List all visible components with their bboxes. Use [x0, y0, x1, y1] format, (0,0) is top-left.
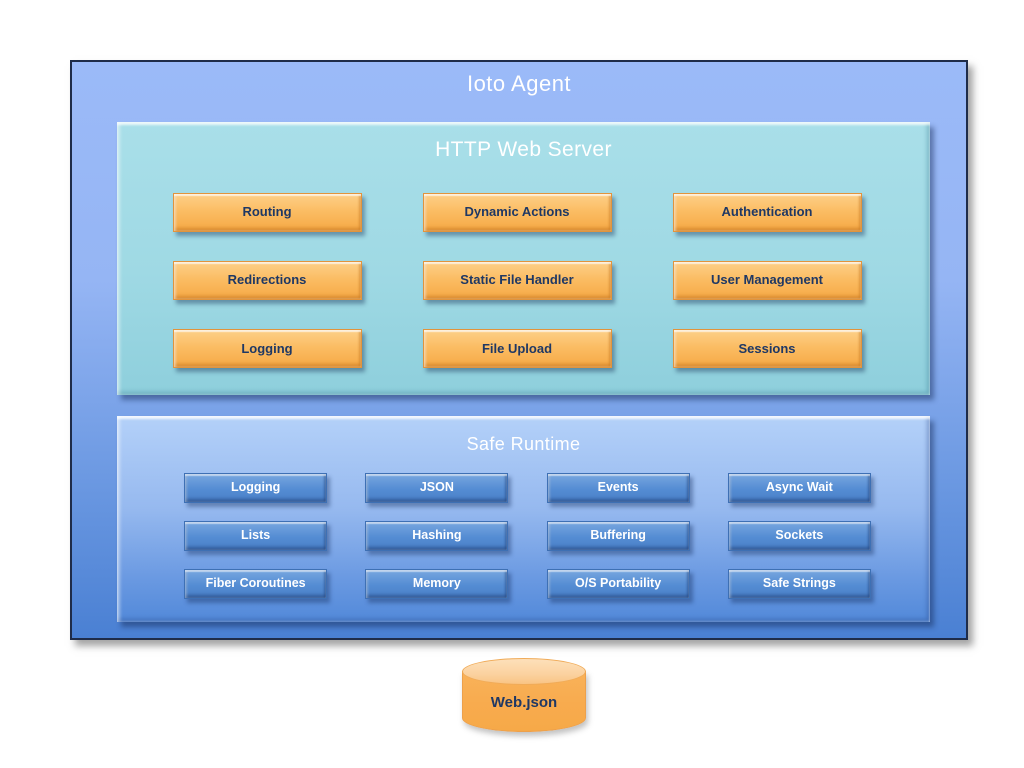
- http-module-authentication: Authentication: [672, 192, 862, 232]
- web-json-datastore: Web.json: [462, 658, 586, 734]
- http-modules-grid: Routing Dynamic Actions Authentication R…: [142, 178, 892, 383]
- runtime-module-hashing: Hashing: [365, 521, 509, 551]
- runtime-module-json: JSON: [365, 473, 509, 503]
- http-module-dynamic-actions: Dynamic Actions: [422, 192, 612, 232]
- ioto-agent-title: Ioto Agent: [466, 71, 572, 96]
- http-module-redirections: Redirections: [172, 260, 362, 300]
- http-module-file-upload: File Upload: [422, 329, 612, 369]
- runtime-module-buffering: Buffering: [546, 521, 690, 551]
- runtime-module-async-wait: Async Wait: [727, 473, 871, 503]
- runtime-module-logging: Logging: [184, 473, 328, 503]
- http-module-sessions: Sessions: [672, 329, 862, 369]
- http-module-routing: Routing: [172, 192, 362, 232]
- http-web-server-box: HTTP Web Server Routing Dynamic Actions …: [117, 122, 930, 395]
- web-json-label: Web.json: [490, 694, 558, 711]
- runtime-module-safe-strings: Safe Strings: [727, 569, 871, 599]
- http-module-static-file-handler: Static File Handler: [422, 260, 612, 300]
- runtime-module-fiber-coroutines: Fiber Coroutines: [184, 569, 328, 599]
- safe-runtime-title: Safe Runtime: [466, 434, 581, 454]
- runtime-module-sockets: Sockets: [727, 521, 871, 551]
- ioto-agent-box: Ioto Agent HTTP Web Server Routing Dynam…: [70, 60, 968, 640]
- runtime-module-events: Events: [546, 473, 690, 503]
- runtime-module-lists: Lists: [184, 521, 328, 551]
- http-web-server-title: HTTP Web Server: [435, 138, 612, 161]
- runtime-module-memory: Memory: [365, 569, 509, 599]
- http-module-logging: Logging: [172, 329, 362, 369]
- http-module-user-management: User Management: [672, 260, 862, 300]
- runtime-modules-grid: Logging JSON Events Async Wait Lists Has…: [165, 464, 890, 608]
- safe-runtime-box: Safe Runtime Logging JSON Events Async W…: [117, 416, 930, 622]
- runtime-module-os-portability: O/S Portability: [546, 569, 690, 599]
- cylinder-top-ellipse: [462, 658, 586, 685]
